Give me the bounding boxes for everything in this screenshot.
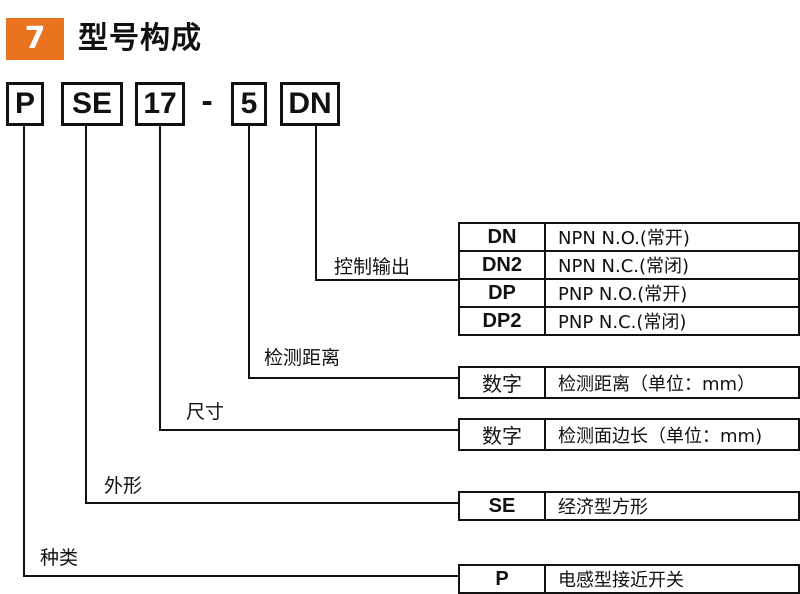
table-row: 数字 检测距离（单位：mm）	[458, 366, 800, 399]
code-box-size: 17	[135, 82, 185, 126]
connector-type	[23, 126, 458, 577]
shape-table: SE 经济型方形	[458, 491, 800, 521]
connector-output	[315, 126, 458, 281]
size-desc: 检测面边长（单位：mm)	[544, 418, 800, 451]
table-row: DN NPN N.O.(常开)	[458, 222, 800, 252]
output-desc: NPN N.O.(常开)	[544, 222, 800, 252]
output-desc: NPN N.C.(常闭)	[544, 250, 800, 280]
section-title: 型号构成	[78, 21, 202, 56]
type-key: P	[458, 564, 546, 594]
table-row: 数字 检测面边长（单位：mm)	[458, 418, 800, 451]
table-row: DP2 PNP N.C.(常闭)	[458, 306, 800, 336]
output-code: DN2	[458, 250, 546, 280]
label-control-output: 控制输出	[334, 256, 411, 278]
output-desc: PNP N.C.(常闭)	[544, 306, 800, 336]
output-code: DP	[458, 278, 546, 308]
output-code: DN	[458, 222, 546, 252]
distance-table: 数字 检测距离（单位：mm）	[458, 366, 800, 399]
size-table: 数字 检测面边长（单位：mm)	[458, 418, 800, 451]
output-table: DN NPN N.O.(常开) DN2 NPN N.C.(常闭) DP PNP …	[458, 222, 800, 336]
label-shape: 外形	[104, 475, 143, 497]
output-code: DP2	[458, 306, 546, 336]
table-row: DP PNP N.O.(常开)	[458, 278, 800, 308]
code-box-p: P	[6, 82, 44, 126]
type-table: P 电感型接近开关	[458, 564, 800, 594]
code-box-output: DN	[280, 82, 340, 126]
output-desc: PNP N.O.(常开)	[544, 278, 800, 308]
table-row: DN2 NPN N.C.(常闭)	[458, 250, 800, 280]
type-desc: 电感型接近开关	[544, 564, 800, 594]
label-size: 尺寸	[186, 401, 225, 423]
shape-desc: 经济型方形	[544, 491, 800, 521]
section-number-badge: 7	[6, 18, 64, 60]
label-detection-distance: 检测距离	[264, 347, 341, 369]
code-box-se: SE	[61, 82, 123, 126]
code-box-distance: 5	[231, 82, 267, 126]
table-row: P 电感型接近开关	[458, 564, 800, 594]
label-type: 种类	[40, 547, 79, 569]
shape-key: SE	[458, 491, 546, 521]
code-dash: -	[201, 85, 213, 118]
table-row: SE 经济型方形	[458, 491, 800, 521]
connector-size	[159, 126, 458, 431]
connector-shape	[85, 126, 458, 504]
distance-desc: 检测距离（单位：mm）	[544, 366, 800, 399]
connector-distance	[248, 126, 458, 379]
distance-key: 数字	[458, 366, 546, 399]
size-key: 数字	[458, 418, 546, 451]
